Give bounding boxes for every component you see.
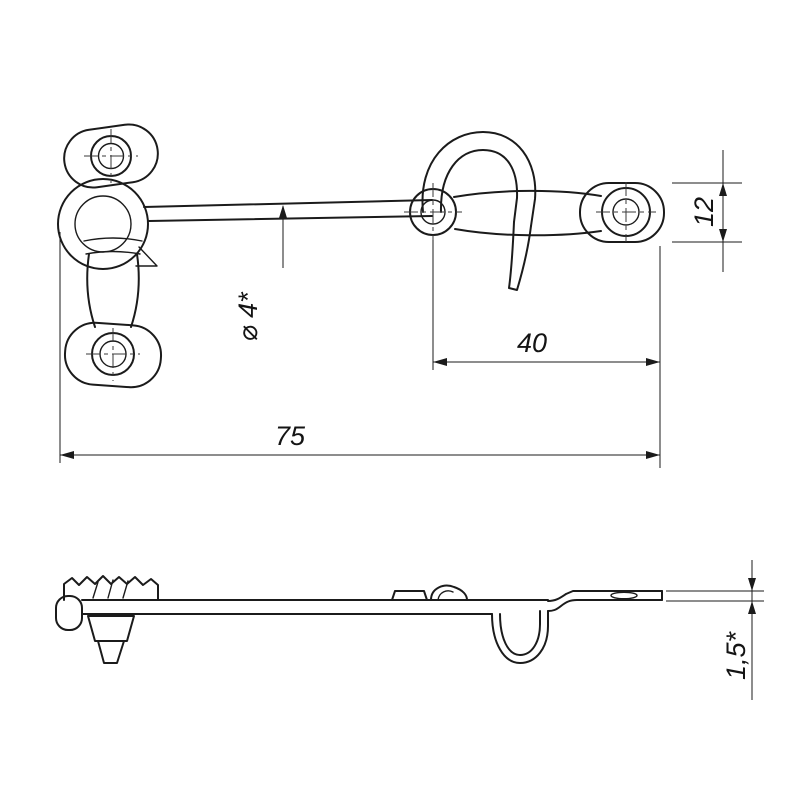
- keeper-plate-side: [547, 590, 663, 612]
- pivot-pin: [55, 595, 83, 631]
- pivot-body: [83, 237, 158, 328]
- pivot-cap: [63, 575, 159, 601]
- screw-hole-edge: [610, 591, 638, 600]
- hook-tip: [508, 221, 532, 291]
- dim-label-rod-diameter: ⌀ 4*: [233, 291, 263, 342]
- dim-label-keeper-length: 40: [517, 328, 547, 358]
- dim-rod-diameter: ⌀ 4*: [233, 205, 287, 342]
- left-upper-eye-plate: [63, 123, 159, 189]
- dim-keeper-length: 40: [432, 240, 661, 468]
- dim-thickness: 1,5*: [666, 560, 764, 700]
- keeper-neck: [453, 189, 602, 237]
- keeper-eye-plate: [579, 182, 665, 243]
- left-lower-eye-plate: [63, 321, 163, 389]
- top-view: ⌀ 4* 40 75 12: [57, 123, 742, 468]
- hook-rod: [143, 199, 433, 222]
- pivot-wedge: [87, 615, 135, 664]
- collar-notch: [135, 246, 158, 267]
- pivot-ring: [57, 178, 149, 270]
- dim-total-length: 75: [59, 232, 660, 463]
- keeper-edge: [391, 584, 468, 601]
- dim-plate-width: 12: [672, 150, 742, 272]
- dim-label-total-length: 75: [275, 421, 306, 451]
- flat-bar: [81, 599, 549, 615]
- side-view: 1,5*: [55, 560, 764, 700]
- dim-label-plate-width: 12: [689, 197, 719, 227]
- hook-bend: [421, 131, 537, 291]
- hook-tip-side: [491, 610, 549, 664]
- keeper-eye: [404, 183, 462, 241]
- dim-label-thickness: 1,5*: [721, 630, 751, 680]
